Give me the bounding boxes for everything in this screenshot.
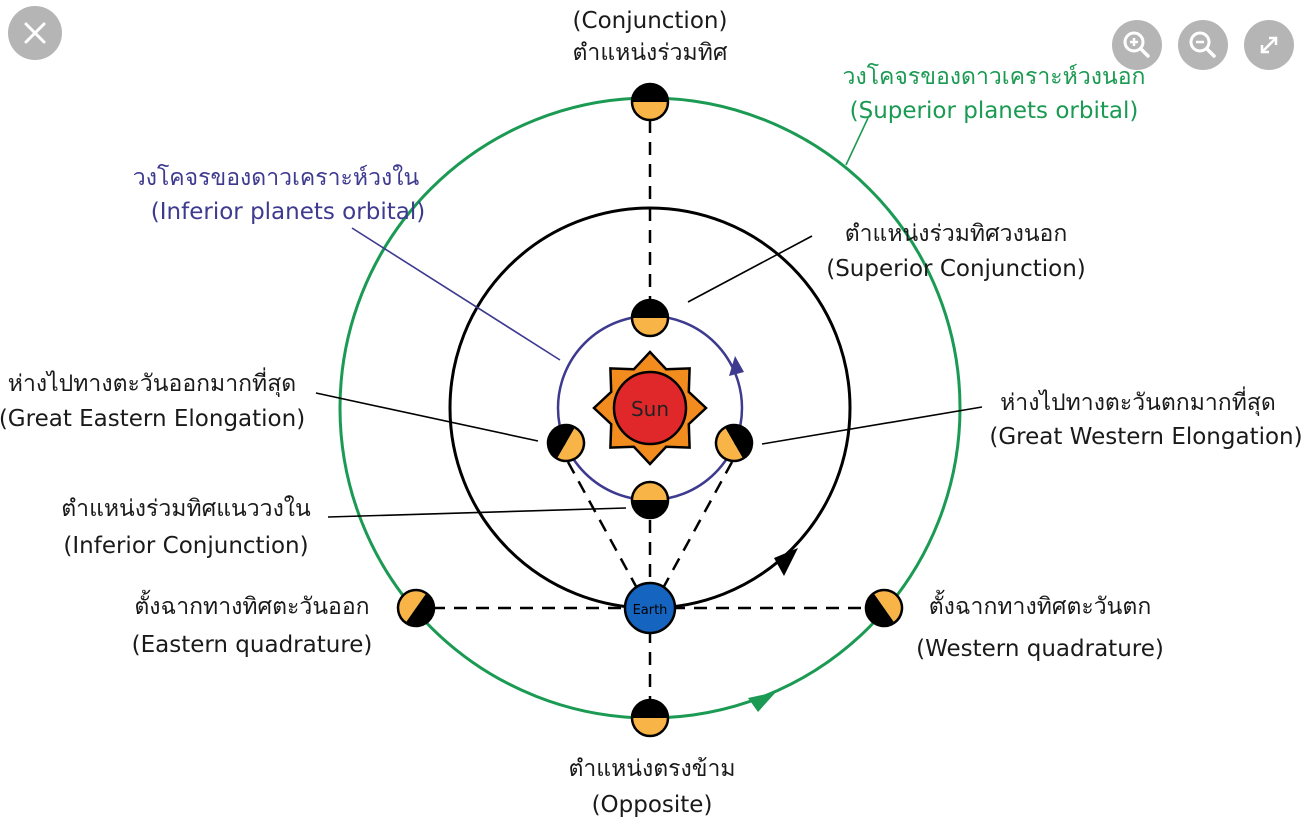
outer-orbit-label-th: วงโคจรของดาวเคราะห์วงนอก <box>843 63 1146 90</box>
zoom-out-button[interactable] <box>1178 20 1228 70</box>
zoom-in-icon <box>1123 31 1150 58</box>
outer-orbit-label-en: (Superior planets orbital) <box>850 98 1139 124</box>
opposite-label-th: ตำแหน่งตรงข้าม <box>568 756 735 782</box>
leader-lines <box>315 117 983 518</box>
planet-western-quadrature <box>864 588 904 628</box>
dashed-lines <box>432 120 870 700</box>
conjunction-label-en: (Conjunction) <box>573 8 728 34</box>
eastern-elongation-label-th: ห่างไปทางตะวันออกมากที่สุด <box>8 367 296 397</box>
opposite-label-en: (Opposite) <box>592 792 713 818</box>
eastern-quadrature-label-en: (Eastern quadrature) <box>132 632 373 658</box>
planet-inferior-conjunction <box>630 480 670 520</box>
earth-label: Earth <box>633 603 668 618</box>
eastern-quadrature-label-th: ตั้งฉากทางทิศตะวันออก <box>134 590 369 620</box>
conjunction-label-th: ตำแหน่งร่วมทิศ <box>573 40 728 66</box>
close-button[interactable] <box>8 6 62 60</box>
western-quadrature-label-th: ตั้งฉากทางทิศตะวันตก <box>929 590 1152 620</box>
zoom-out-icon <box>1189 31 1216 58</box>
planet-eastern-quadrature <box>396 588 436 628</box>
planet-opposite <box>630 698 670 738</box>
western-elongation-label-en: (Great Western Elongation) <box>989 424 1302 450</box>
eastern-elongation-label-en: (Great Eastern Elongation) <box>0 406 305 432</box>
fullscreen-button[interactable] <box>1244 20 1294 70</box>
planet-superior-conjunction <box>630 298 670 338</box>
planet-western-elongation <box>714 423 754 463</box>
expand-icon <box>1260 36 1278 54</box>
close-icon <box>24 22 46 44</box>
planet-conjunction <box>630 82 670 122</box>
superior-conjunction-label-th: ตำแหน่งร่วมทิศวงนอก <box>845 221 1068 247</box>
western-quadrature-label-en: (Western quadrature) <box>916 636 1164 662</box>
sun-label: Sun <box>631 397 669 421</box>
orbit-arrows <box>729 356 798 712</box>
zoom-in-button[interactable] <box>1112 20 1162 70</box>
inferior-conjunction-label-th: ตำแหน่งร่วมทิศแนววงใน <box>61 495 311 522</box>
planet-eastern-elongation <box>546 423 586 463</box>
sun: Sun <box>592 350 708 466</box>
inner-orbit-label-th: วงโคจรของดาวเคราะห์วงใน <box>133 164 420 191</box>
western-elongation-label-th: ห่างไปทางตะวันตกมากที่สุด <box>1000 386 1276 416</box>
earth: Earth <box>623 581 677 635</box>
superior-conjunction-label-en: (Superior Conjunction) <box>826 256 1086 282</box>
inferior-conjunction-label-en: (Inferior Conjunction) <box>63 533 308 559</box>
inner-orbit-label-en: (Inferior planets orbital) <box>151 199 425 225</box>
